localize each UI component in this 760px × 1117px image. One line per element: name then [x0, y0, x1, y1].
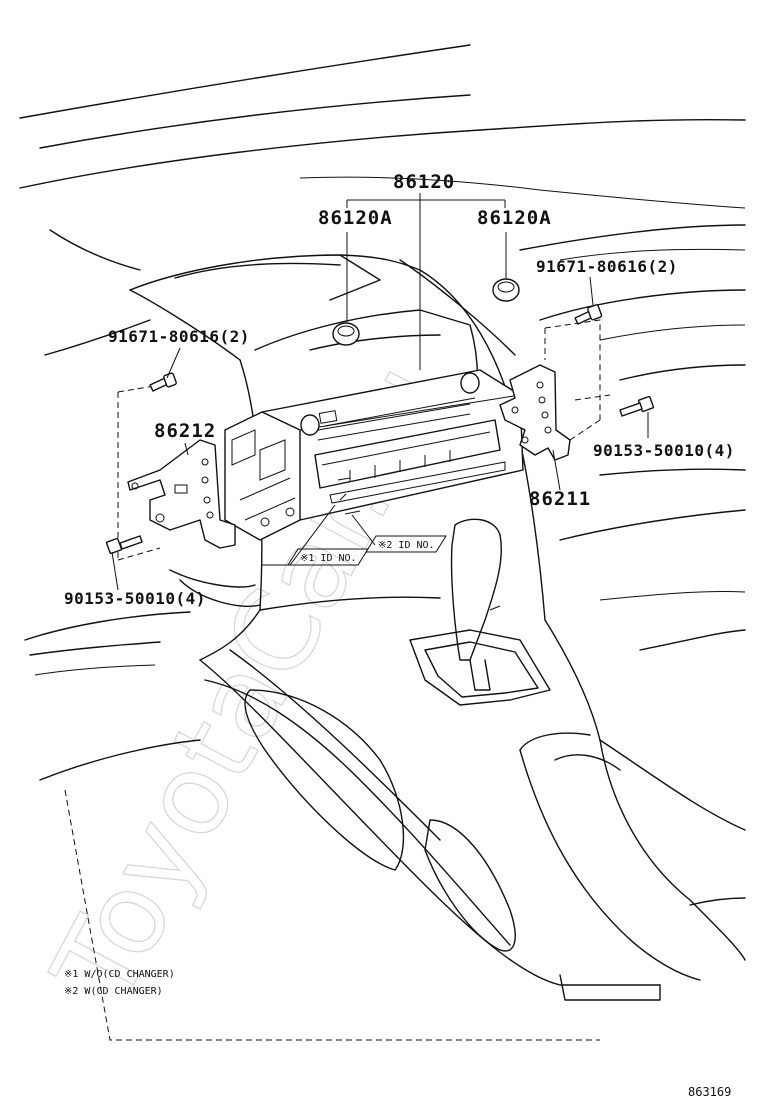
- label-86211: 86211: [529, 488, 591, 510]
- dashboard-outline: [19, 44, 746, 1041]
- label-86120a-left: 86120A: [318, 207, 393, 229]
- bolt-left: [105, 535, 143, 555]
- id-tag-2-label: ※2 ID NO.: [378, 540, 435, 551]
- screw-upper-right: [574, 304, 603, 325]
- label-86212: 86212: [154, 420, 216, 442]
- screw-upper-left: [149, 372, 177, 392]
- center-console: [199, 269, 746, 1001]
- label-91671-80616-left: 91671-80616(2): [108, 327, 250, 346]
- bracket-left: [117, 384, 236, 561]
- note-2: ※2 W(CD CHANGER): [64, 986, 163, 997]
- bracket-right: [499, 319, 611, 461]
- label-86120a-right: 86120A: [477, 207, 552, 229]
- id-tag-1-label: ※1 ID NO.: [300, 553, 357, 564]
- id-tag-2: ※2 ID NO.: [365, 535, 447, 553]
- knob-right: [492, 278, 520, 302]
- label-90153-50010-right: 90153-50010(4): [593, 441, 735, 460]
- note-1: ※1 W/O(CD CHANGER): [64, 969, 175, 980]
- label-90153-50010-left: 90153-50010(4): [64, 589, 206, 608]
- leader-lines: [111, 193, 649, 591]
- label-86120: 86120: [393, 171, 455, 193]
- bolt-right: [619, 395, 655, 417]
- figure-number: 863169: [688, 1085, 731, 1099]
- radio-head-unit: [224, 309, 524, 541]
- knob-left: [332, 322, 360, 346]
- label-91671-80616-right: 91671-80616(2): [536, 257, 678, 276]
